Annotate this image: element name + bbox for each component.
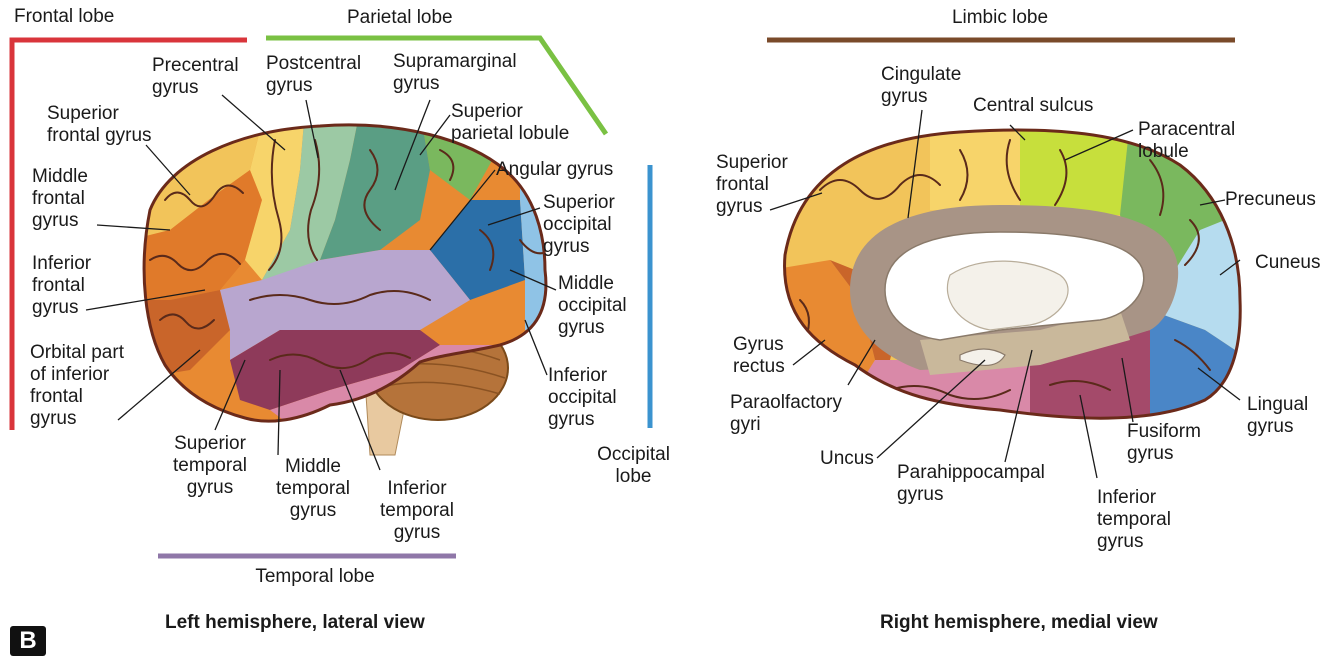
label-inferior-frontal-gyrus: Inferior frontal gyrus: [32, 253, 92, 318]
medial-brain: [783, 128, 1242, 420]
label-precentral-gyrus: Precentral gyrus: [152, 55, 239, 98]
leader-lines: [85, 94, 1241, 479]
middle-frontal-region: [144, 170, 262, 300]
label-cuneus: Cuneus: [1255, 252, 1321, 273]
parietal-lobe-title: Parietal lobe: [347, 7, 453, 28]
label-postcentral-gyrus: Postcentral gyrus: [266, 53, 362, 96]
lateral-brain: [142, 123, 548, 456]
medial-outline: [783, 128, 1242, 420]
label-fusiform-gyrus: Fusiform gyrus: [1127, 421, 1201, 464]
label-middle-occipital-gyrus: Middle occipital gyrus: [558, 273, 627, 338]
brain-diagram: [9, 35, 1242, 559]
label-superior-temporal-gyrus: Superior temporal gyrus: [173, 433, 247, 498]
label-superior-frontal-gyrus: Superior frontal gyrus: [47, 103, 152, 146]
label-superior-parietal-lobule: Superior parietal lobule: [451, 101, 570, 144]
postcentral-region: [262, 124, 360, 280]
label-uncus: Uncus: [820, 448, 874, 469]
panel-letter-badge: B: [10, 626, 46, 656]
uncus-shape: [959, 348, 1006, 366]
label-gyrus-rectus: Gyrus rectus: [733, 334, 785, 377]
frontal-lobe-title: Frontal lobe: [14, 6, 115, 27]
caption-right-hemisphere: Right hemisphere, medial view: [880, 612, 1158, 633]
frontal-lobe-bar: [9, 37, 247, 430]
middle-temporal-region: [230, 330, 440, 410]
label-inferior-occipital-gyrus: Inferior occipital gyrus: [548, 365, 617, 430]
occipital-lobe-title: Occipital lobe: [597, 444, 670, 487]
label-lingual-gyrus: Lingual gyrus: [1247, 394, 1309, 437]
label-precuneus: Precuneus: [1225, 189, 1316, 210]
label-central-sulcus: Central sulcus: [973, 95, 1094, 116]
label-inferior-temporal-gyrus-medial: Inferior temporal gyrus: [1097, 487, 1171, 552]
label-inferior-temporal-gyrus: Inferior temporal gyrus: [380, 478, 454, 543]
label-orbital-part: Orbital part of inferior frontal gyrus: [30, 342, 124, 429]
temporal-lobe-title: Temporal lobe: [255, 566, 375, 587]
angular-region: [430, 200, 525, 300]
label-paracentral-lobule: Paracentral lobule: [1138, 119, 1236, 162]
superior-temporal-region: [220, 250, 470, 360]
precentral-region: [245, 124, 305, 280]
label-superior-occipital-gyrus: Superior occipital gyrus: [543, 192, 615, 257]
label-parahippocampal-gyrus: Parahippocampal gyrus: [897, 462, 1045, 505]
label-middle-frontal-gyrus: Middle frontal gyrus: [32, 166, 88, 231]
label-paraolfactory-gyri: Paraolfactory gyri: [730, 392, 842, 435]
thalamus: [946, 260, 1069, 331]
label-angular-gyrus: Angular gyrus: [496, 159, 614, 180]
label-supramarginal-gyrus: Supramarginal gyrus: [393, 51, 517, 94]
lateral-outline: [142, 123, 548, 423]
caption-left-hemisphere: Left hemisphere, lateral view: [165, 612, 425, 633]
cuneus-region: [1150, 210, 1241, 360]
label-cingulate-gyrus: Cingulate gyrus: [881, 64, 962, 107]
parietal-lobe-bar: [266, 35, 609, 136]
limbic-lobe-title: Limbic lobe: [951, 7, 1049, 28]
supramarginal-region: [320, 124, 430, 260]
precentral-medial: [930, 129, 1020, 210]
label-middle-temporal-gyrus: Middle temporal gyrus: [276, 456, 350, 521]
label-superior-frontal-gyrus-medial: Superior frontal gyrus: [716, 152, 788, 217]
